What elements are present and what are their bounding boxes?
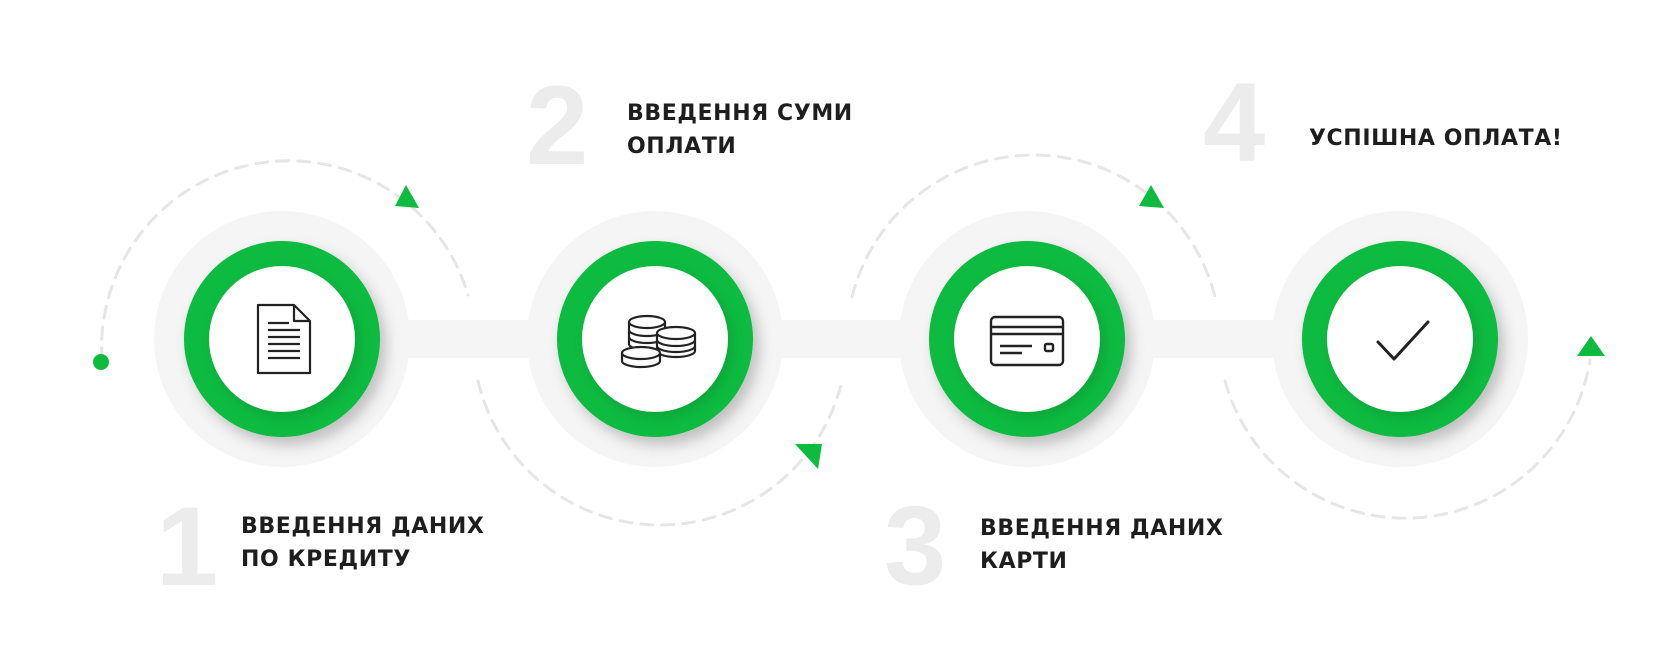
- step-node-4: [1302, 241, 1498, 437]
- step-label-4-line-1: УСПІШНА ОПЛАТА!: [1309, 126, 1563, 151]
- arrow-marker-4: [1577, 336, 1605, 356]
- step-number-1: 1: [156, 484, 219, 609]
- step-number-3: 3: [884, 483, 947, 608]
- step-number-2: 2: [526, 63, 589, 188]
- arrow-marker-3: [1139, 185, 1164, 208]
- arc-3: [850, 153, 1217, 299]
- step-label-1-line-2: ПО КРЕДИТУ: [241, 547, 411, 572]
- arc-1: [100, 159, 470, 362]
- step-node-1: [184, 241, 380, 437]
- checkmark-icon: [1376, 320, 1430, 361]
- step-label-2-line-2: ОПЛАТИ: [627, 134, 737, 159]
- step-number-4: 4: [1203, 60, 1266, 185]
- step-label-3-line-1: ВВЕДЕННЯ ДАНИХ: [980, 516, 1224, 541]
- step-label-1-line-1: ВВЕДЕННЯ ДАНИХ: [241, 514, 485, 539]
- step-label-2-line-1: ВВЕДЕННЯ СУМИ: [627, 101, 853, 126]
- step-node-3: [929, 241, 1125, 437]
- document-icon: [256, 303, 312, 375]
- coins-icon: [620, 314, 697, 369]
- arc-4: [1223, 358, 1592, 520]
- arrow-marker-2: [795, 444, 822, 469]
- step-label-3: ВВЕДЕННЯ ДАНИХ КАРТИ: [980, 512, 1223, 578]
- step-label-4: УСПІШНА ОПЛАТА!: [1309, 122, 1562, 155]
- credit-card-icon: [989, 315, 1065, 367]
- track-band: [282, 320, 1400, 358]
- step-label-3-line-2: КАРТИ: [980, 549, 1068, 574]
- step-label-1: ВВЕДЕННЯ ДАНИХ ПО КРЕДИТУ: [241, 510, 484, 576]
- arrow-marker-1: [395, 185, 419, 208]
- direction-markers: [93, 185, 1605, 469]
- start-dot: [93, 354, 109, 370]
- step-label-2: ВВЕДЕННЯ СУМИ ОПЛАТИ: [627, 97, 853, 163]
